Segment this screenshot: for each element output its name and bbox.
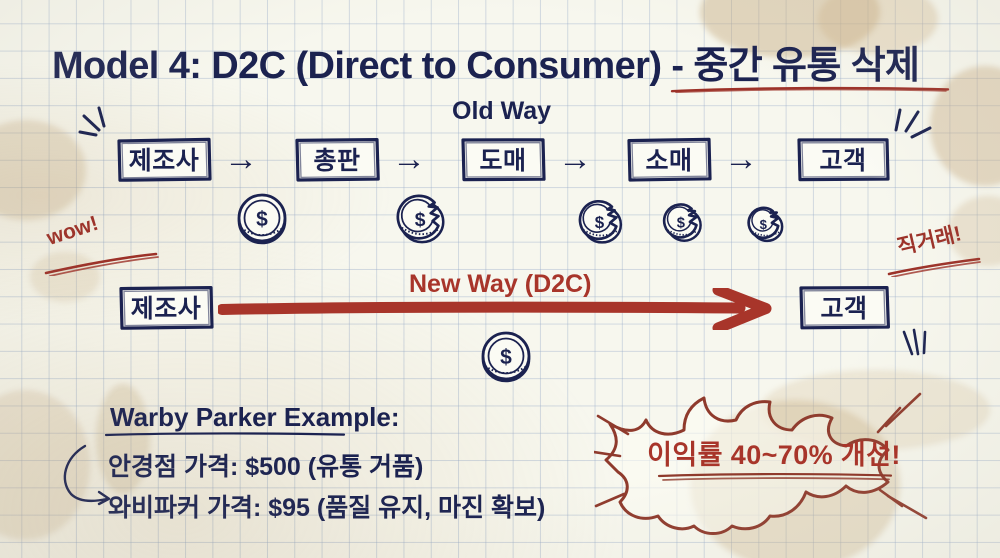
old-way-node-retailer[interactable]: 소매	[626, 137, 712, 182]
coin-symbol: $	[760, 217, 768, 232]
node-frame	[799, 286, 890, 330]
example-line-2: 와비파커 가격: $95 (품질 유지, 마진 확보)	[108, 494, 546, 522]
wow-annotation: wow!	[44, 211, 102, 250]
coin-bitten-2-icon: $	[578, 199, 623, 244]
page-title: Model 4: D2C (Direct to Consumer) - 중간 유…	[52, 45, 920, 87]
coin-bitten-3-icon: $	[662, 203, 702, 242]
node-label: 소매	[645, 146, 693, 175]
example-heading-underline	[104, 432, 346, 437]
node-frame	[117, 137, 212, 182]
node-label: 제조사	[128, 146, 200, 175]
direct-deal-annotation: 직거래!	[895, 222, 964, 260]
node-label: 고객	[820, 294, 868, 323]
node-frame	[295, 138, 380, 182]
coffee-stain-left	[0, 120, 86, 220]
coin-symbol: $	[256, 208, 268, 231]
new-way-direct-arrow	[218, 288, 772, 330]
example-line-1: 안경점 가격: $500 (유통 거품)	[108, 453, 424, 481]
old-way-arrow-3: →	[558, 140, 592, 178]
old-way-arrow-1: →	[224, 140, 258, 178]
example-heading: Warby Parker Example:	[110, 402, 400, 432]
new-way-coin-full-icon: $	[481, 331, 531, 383]
old-way-node-manufacturer[interactable]: 제조사	[116, 137, 212, 182]
coin-symbol: $	[415, 210, 426, 231]
coin-bitten-4-icon: $	[747, 206, 784, 243]
node-frame	[627, 137, 712, 182]
profit-improvement-burst	[594, 392, 928, 535]
old-way-node-distributor[interactable]: 총판	[294, 137, 380, 182]
new-way-node-customer[interactable]: 고객	[798, 285, 890, 330]
node-label: 총판	[313, 146, 361, 175]
coin-bitten-1-icon: $	[396, 194, 445, 244]
profit-improvement-text: 이익률 40~70% 개선!	[647, 440, 901, 470]
coin-symbol: $	[500, 346, 512, 369]
sparkle-icon-left	[78, 106, 106, 137]
node-frame	[797, 138, 890, 182]
coin-full-icon: $	[237, 193, 287, 245]
new-way-node-manufacturer[interactable]: 제조사	[118, 285, 214, 330]
node-label: 도매	[479, 146, 527, 175]
new-way-label: New Way (D2C)	[409, 270, 592, 298]
node-frame	[461, 138, 546, 182]
wow-underline	[44, 252, 159, 276]
old-way-node-customer[interactable]: 고객	[796, 137, 890, 182]
old-way-node-wholesaler[interactable]: 도매	[460, 137, 546, 182]
old-way-label: Old Way	[452, 97, 552, 125]
profit-improvement-underline	[657, 472, 893, 481]
example-curved-arrow-icon	[63, 444, 111, 506]
old-way-arrow-2: →	[392, 140, 426, 178]
sparkle-icon-right	[894, 108, 932, 139]
sparkle-icon-new-way	[902, 328, 927, 356]
node-label: 고객	[819, 146, 867, 175]
node-label: 제조사	[130, 294, 202, 323]
title-underline	[670, 86, 950, 93]
node-frame	[119, 286, 214, 330]
old-way-arrow-4: →	[724, 140, 758, 178]
coin-symbol: $	[677, 216, 685, 232]
coin-symbol: $	[595, 213, 605, 232]
coffee-stain-right	[930, 66, 1000, 186]
direct-deal-underline	[887, 257, 981, 277]
